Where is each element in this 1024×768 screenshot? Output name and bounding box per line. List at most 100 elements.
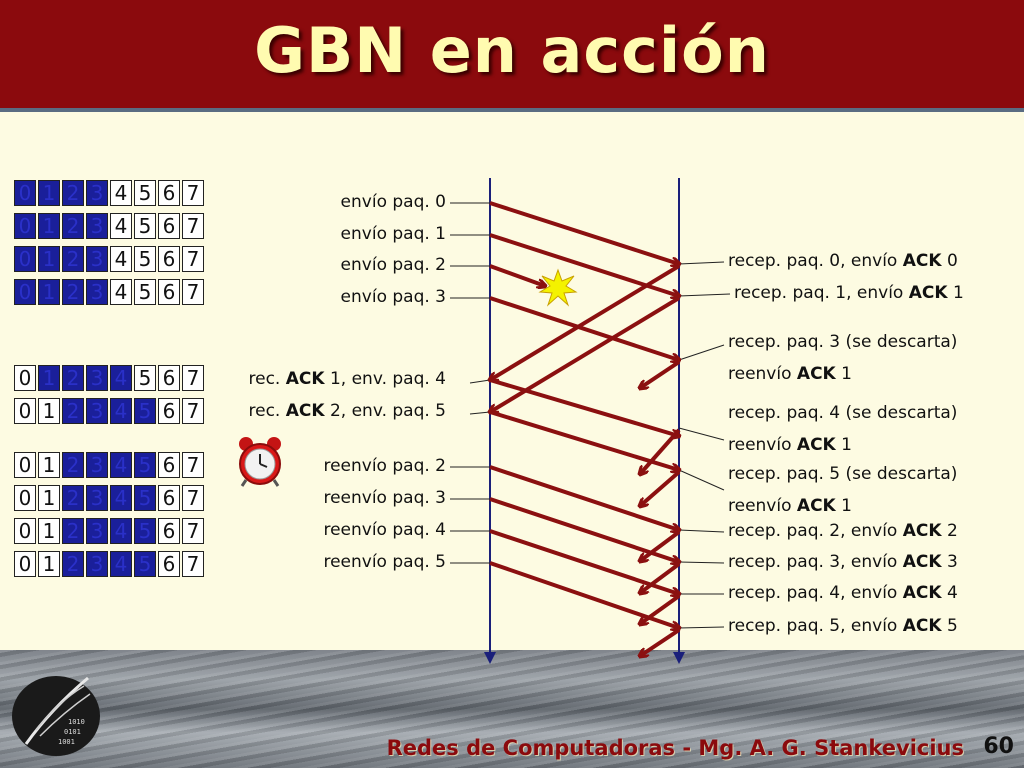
label-text: 1, env. paq. 4 (324, 369, 446, 389)
sequence-number-cell: 1 (38, 551, 60, 577)
sequence-number-cell: 1 (38, 246, 60, 272)
label-text: recep. paq. 5, envío (728, 616, 903, 636)
sequence-number-cell: 0 (14, 213, 36, 239)
ack-keyword: ACK (285, 401, 325, 421)
sequence-number-cell: 0 (14, 279, 36, 305)
receiver-event-label: recep. paq. 5 (se descarta) (728, 464, 957, 484)
sequence-number-cell: 2 (62, 246, 84, 272)
label-text: recep. paq. 0, envío (728, 251, 903, 271)
sequence-number-cell: 3 (86, 180, 108, 206)
label-text: reenvío (728, 496, 797, 516)
sequence-number-cell: 1 (38, 518, 60, 544)
sequence-number-cell: 2 (62, 551, 84, 577)
ack-keyword: ACK (285, 369, 325, 389)
ack-keyword: ACK (902, 583, 942, 603)
sequence-number-cell: 7 (182, 398, 204, 424)
ack-arrow (640, 594, 681, 624)
sequence-number-cell: 2 (62, 452, 84, 478)
sequence-number-cell: 4 (110, 246, 132, 272)
label-text: recep. paq. 2, envío (728, 521, 903, 541)
sequence-number-cell: 5 (134, 279, 156, 305)
sequence-number-cell: 6 (158, 246, 180, 272)
sequence-number-cell: 7 (182, 180, 204, 206)
sender-event-label: reenvío paq. 3 (323, 488, 446, 508)
label-text: 2, env. paq. 5 (324, 401, 446, 421)
sequence-number-cell: 0 (14, 452, 36, 478)
sequence-number-cell: 4 (110, 518, 132, 544)
receiver-event-label: recep. paq. 0, envío ACK 0 (728, 251, 958, 271)
label-text: 2 (941, 521, 958, 541)
ack-arrow (640, 470, 681, 506)
receiver-event-label: recep. paq. 5, envío ACK 5 (728, 616, 958, 636)
packet-loss-burst-icon (538, 268, 578, 307)
sequence-number-cell: 7 (182, 551, 204, 577)
packet-arrow (489, 201, 679, 264)
sequence-number-cell: 0 (14, 180, 36, 206)
packet-arrow (489, 233, 679, 296)
sequence-number-cell: 4 (110, 365, 132, 391)
sequence-number-cell: 1 (38, 485, 60, 511)
sequence-number-cell: 5 (134, 518, 156, 544)
packet-arrow (489, 410, 679, 470)
leader-line (678, 261, 725, 265)
sequence-number-cell: 1 (38, 365, 60, 391)
sequence-number-cell: 0 (14, 398, 36, 424)
sequence-number-cell: 7 (182, 279, 204, 305)
svg-text:1010: 1010 (68, 718, 85, 726)
title-bar (0, 0, 1024, 112)
ack-arrow (490, 264, 681, 380)
ack-arrow (490, 296, 681, 412)
ack-keyword: ACK (902, 521, 942, 541)
sequence-number-cell: 3 (86, 279, 108, 305)
feather-logo-icon: 1010 0101 1001 (12, 676, 100, 756)
packet-arrow (489, 378, 679, 436)
receiver-event-label: recep. paq. 3, envío ACK 3 (728, 552, 958, 572)
leader-line (469, 411, 491, 415)
label-text: 4 (941, 583, 958, 603)
sequence-number-cell: 1 (38, 452, 60, 478)
sequence-number-cell: 3 (86, 398, 108, 424)
receiver-event-label: recep. paq. 3 (se descarta) (728, 332, 957, 352)
sequence-number-cell: 2 (62, 279, 84, 305)
sequence-number-cell: 6 (158, 180, 180, 206)
leader-line (678, 427, 725, 441)
packet-arrow (489, 529, 679, 594)
sender-event-label: reenvío paq. 2 (323, 456, 446, 476)
receiver-event-label: reenvío ACK 1 (728, 435, 852, 455)
sequence-number-cell: 5 (134, 246, 156, 272)
page-number: 60 (983, 734, 1014, 759)
label-text: 1 (835, 364, 852, 384)
sequence-number-cell: 6 (158, 485, 180, 511)
leader-line (678, 561, 725, 564)
leader-line (678, 529, 725, 533)
label-text: 5 (941, 616, 958, 636)
ack-arrow (640, 628, 681, 656)
sequence-number-cell: 4 (110, 452, 132, 478)
label-text: reenvío paq. 4 (323, 520, 446, 540)
label-text: 3 (941, 552, 958, 572)
label-text: reenvío paq. 2 (323, 456, 446, 476)
sequence-number-cell: 2 (62, 485, 84, 511)
label-text: reenvío paq. 3 (323, 488, 446, 508)
sequence-number-cell: 0 (14, 246, 36, 272)
label-text: recep. paq. 3, envío (728, 552, 903, 572)
ack-keyword: ACK (796, 496, 836, 516)
label-text: 0 (941, 251, 958, 271)
sequence-number-cell: 4 (110, 180, 132, 206)
sequence-number-cell: 3 (86, 551, 108, 577)
sequence-number-cell: 0 (14, 518, 36, 544)
sender-event-label: envío paq. 1 (341, 224, 446, 244)
label-text: recep. paq. 3 (se descarta) (728, 332, 958, 352)
label-text: recep. paq. 1, envío (734, 283, 909, 303)
sequence-number-cell: 1 (38, 180, 60, 206)
ack-arrow (640, 360, 681, 388)
sequence-number-cell: 0 (14, 365, 36, 391)
svg-text:0101: 0101 (64, 728, 81, 736)
sequence-number-cell: 5 (134, 365, 156, 391)
lost-packet-arrow (489, 264, 545, 286)
